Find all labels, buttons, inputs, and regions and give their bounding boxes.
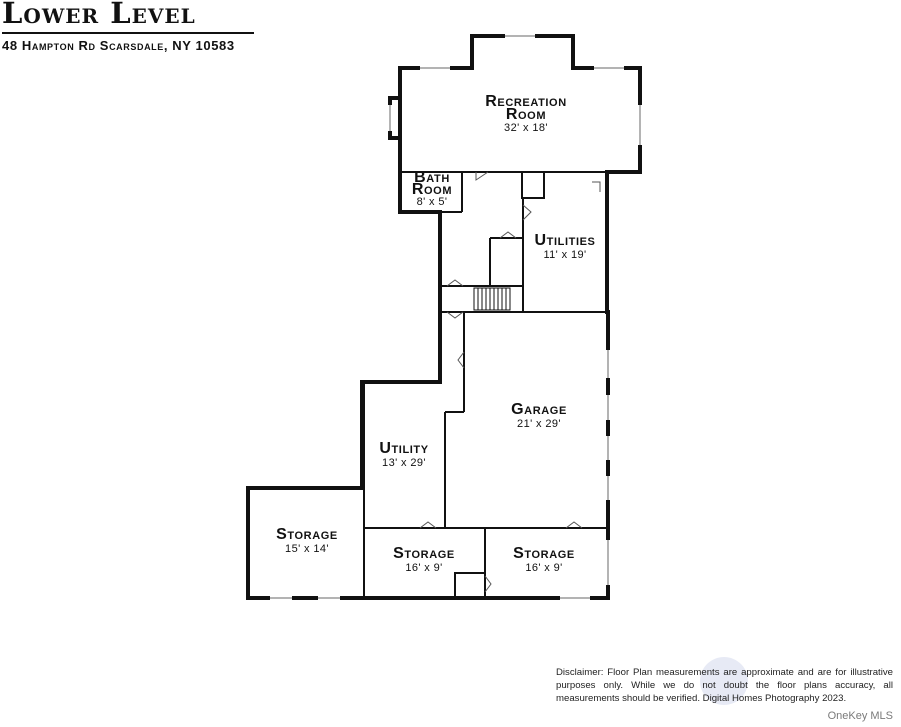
floor-title: Lower Level bbox=[2, 0, 196, 30]
utility-dims: 13' x 29' bbox=[382, 457, 426, 469]
door-swing bbox=[457, 351, 465, 369]
bath-room-name-line2: Room bbox=[412, 181, 452, 198]
mls-watermark: OneKey MLS bbox=[827, 710, 893, 722]
garage-name: Garage bbox=[511, 401, 567, 418]
door-swing bbox=[499, 231, 517, 239]
utilities-name: Utilities bbox=[535, 232, 596, 249]
recreation-room-name-line2: Room bbox=[506, 106, 546, 123]
storage-left-dims: 15' x 14' bbox=[285, 543, 329, 555]
door-swing bbox=[446, 279, 464, 287]
watermark-circle bbox=[700, 657, 748, 705]
title-underline bbox=[2, 32, 254, 34]
door-swing bbox=[565, 521, 583, 529]
storage-left-name: Storage bbox=[276, 526, 338, 543]
bath-room-name: Bath bbox=[414, 169, 450, 186]
storage-right-name: Storage bbox=[513, 545, 575, 562]
bath-room-dims: 8' x 5' bbox=[417, 196, 448, 208]
room-labels: Recreation Room 32' x 18' Bath Room 8' x… bbox=[276, 93, 595, 574]
door-swing bbox=[522, 204, 532, 221]
door-swing bbox=[475, 171, 489, 181]
door-swing bbox=[419, 521, 437, 529]
utilities-dims: 11' x 19' bbox=[543, 249, 586, 261]
closet-box bbox=[521, 171, 545, 199]
storage-mid-name: Storage bbox=[393, 545, 455, 562]
disclaimer-text: Disclaimer: Floor Plan measurements are … bbox=[556, 667, 893, 704]
storage-right-dims: 16' x 9' bbox=[525, 562, 562, 574]
interior-walls bbox=[363, 171, 608, 599]
property-address: 48 Hampton Rd Scarsdale, NY 10583 bbox=[2, 38, 235, 53]
utility-name: Utility bbox=[379, 440, 428, 457]
door-swing bbox=[446, 311, 464, 319]
storage-mid-dims: 16' x 9' bbox=[405, 562, 442, 574]
storage-closet bbox=[454, 572, 486, 599]
recreation-room-name: Recreation bbox=[485, 93, 567, 110]
garage-dims: 21' x 29' bbox=[517, 418, 561, 430]
stairs bbox=[473, 287, 511, 311]
recreation-room-dims: 32' x 18' bbox=[504, 122, 548, 134]
windows bbox=[270, 33, 643, 601]
left-outer-wall bbox=[246, 170, 442, 600]
door-swing bbox=[592, 181, 601, 192]
doors bbox=[419, 171, 601, 593]
stair-outline bbox=[473, 287, 511, 311]
door-swing bbox=[484, 575, 492, 593]
